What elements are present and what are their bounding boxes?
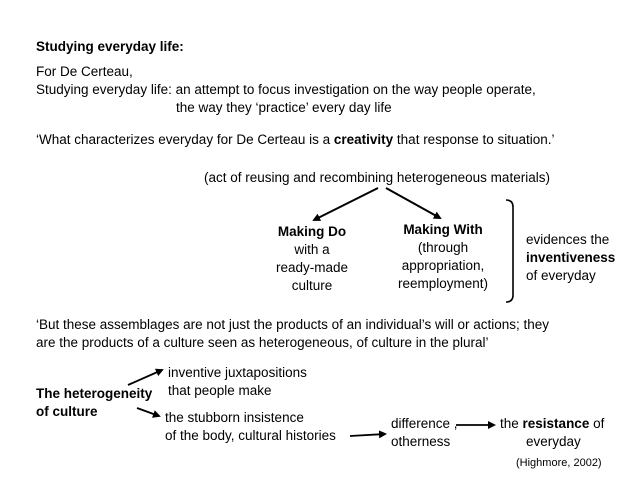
juxtapositions-line-1: inventive juxtapositions [168, 365, 307, 380]
heterogeneity-line-2: of culture [36, 404, 98, 419]
inventiveness-word: inventiveness [526, 250, 616, 265]
difference-line-1: difference , [391, 416, 458, 431]
making-with-arrow [385, 187, 442, 219]
heading: Studying everyday life: [36, 39, 184, 54]
intro-line-1: For De Certeau, [36, 64, 133, 79]
insistence-line-2: of the body, cultural histories [165, 428, 336, 443]
making-do-arrow [312, 187, 379, 221]
heterogeneity-line-1: The heterogeneity [36, 386, 153, 401]
resistance-word: resistance [522, 416, 590, 431]
juxtapositions-arrow [127, 368, 164, 386]
intro-line-2: Studying everyday life: an attempt to fo… [36, 82, 536, 97]
resistance-line-1: the resistance of [500, 415, 604, 433]
making-with-line-3: appropriation, [401, 258, 485, 273]
making-do-block: Making Do with a ready-made culture [262, 223, 362, 295]
insistence-line-1: the stubborn insistence [165, 410, 304, 425]
creativity-quote: ‘What characterizes everyday for De Cert… [36, 131, 555, 149]
making-do-line-4: culture [291, 278, 333, 293]
resistance-after: of [589, 416, 605, 431]
insistence-arrow [136, 407, 161, 418]
making-with-line-4: reemployment) [397, 276, 489, 291]
making-with-block: Making With (through appropriation, reem… [388, 221, 498, 293]
making-with-title: Making With [403, 222, 483, 237]
making-with-line-2: (through [417, 240, 469, 255]
evidence-line-3: of everyday [526, 268, 596, 283]
citation: (Highmore, 2002) [516, 457, 602, 469]
making-do-line-3: ready-made [275, 260, 349, 275]
evidence-line-1: evidences the [526, 232, 610, 247]
grouping-bracket [505, 199, 514, 303]
resistance-before: the [500, 416, 523, 431]
assemblages-quote-line-1: ‘But these assemblages are not just the … [36, 317, 550, 332]
resistance-line-2: everyday [526, 434, 581, 449]
making-do-line-2: with a [294, 242, 330, 257]
creativity-word: creativity [333, 132, 394, 147]
difference-arrow [349, 430, 387, 439]
creativity-quote-before: ‘What characterizes everyday for De Cert… [36, 132, 334, 147]
making-do-title: Making Do [277, 224, 347, 239]
assemblages-quote-line-2: are the products of a culture seen as he… [36, 335, 489, 350]
act-note: (act of reusing and recombining heteroge… [204, 170, 550, 185]
evidence-block: evidences the inventiveness of everyday [526, 231, 615, 285]
intro-line-3: the way they ‘practice’ every day life [176, 100, 392, 115]
difference-line-2: otherness [391, 434, 451, 449]
creativity-quote-after: that response to situation.’ [393, 132, 555, 147]
juxtapositions-line-2: that people make [168, 383, 272, 398]
